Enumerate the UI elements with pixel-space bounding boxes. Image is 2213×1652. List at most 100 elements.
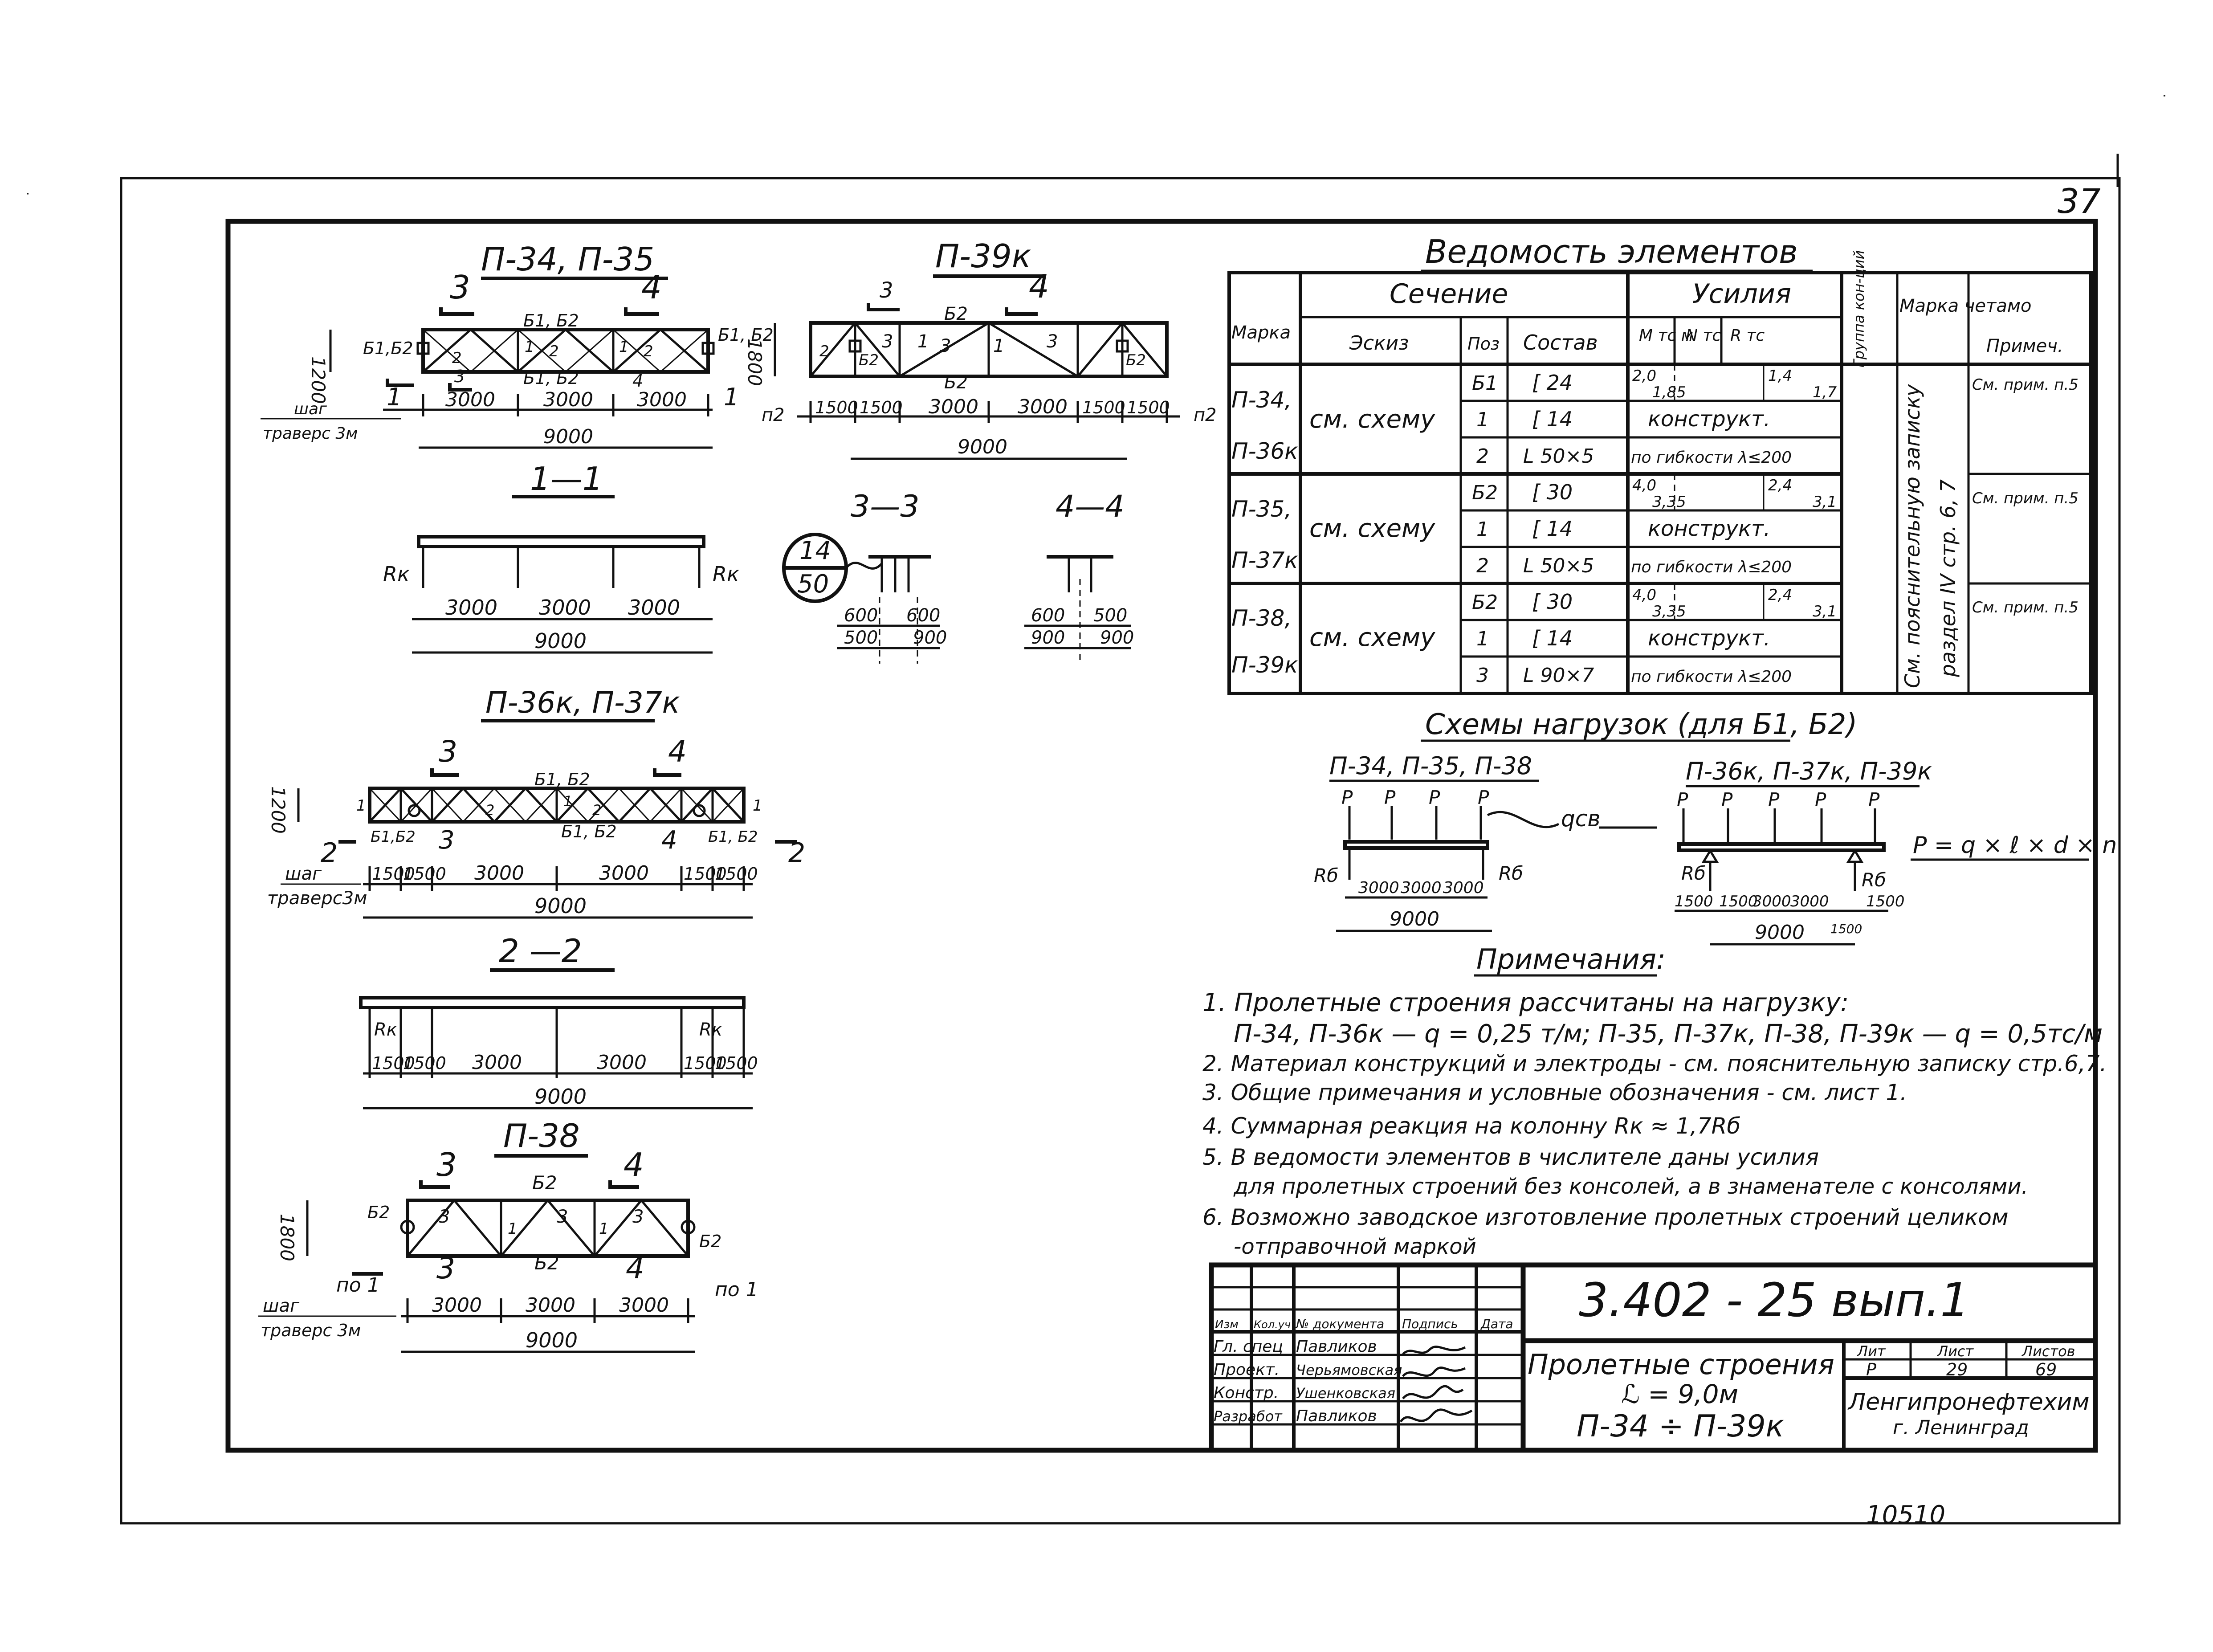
span-dim: 1500 <box>1866 893 1905 910</box>
row-text: по гибкости λ≤200 <box>1631 449 1792 467</box>
row-r-bottom: 3,1 <box>1813 493 1837 511</box>
cut-label-b: 4 <box>641 269 662 306</box>
node <box>693 804 706 817</box>
row-composition: L 50×5 <box>1523 555 1594 577</box>
support-label: Rк <box>713 562 739 586</box>
span-dim: 3000 <box>445 596 497 620</box>
left-title: П-34, П-35, П-38 <box>1329 752 1532 780</box>
header-composition: Состав <box>1523 330 1598 355</box>
note-line: 4. Суммарная реакция на колонну Rк ≈ 1,7… <box>1202 1113 1740 1139</box>
cut-mark <box>448 383 472 392</box>
section-title: 3—3 <box>851 489 920 524</box>
span-dim: 1500 <box>860 398 903 417</box>
cut-label-a: 3 <box>450 269 470 306</box>
staff-role: Констр. <box>1214 1384 1279 1402</box>
total-dim: 9000 <box>1755 921 1805 944</box>
support <box>1701 848 1719 863</box>
row-m-top: 4,0 <box>1632 586 1656 604</box>
header-group: Группа кон-ций <box>1850 250 1867 367</box>
support-label: Rк <box>699 1020 722 1040</box>
dim: 900 <box>1031 628 1065 648</box>
belt-left-label: Б2 <box>367 1203 390 1222</box>
section-title: 1—1 <box>530 460 603 498</box>
header-r: R тс <box>1730 326 1765 345</box>
belt-right-label: Б1, Б2 <box>718 325 774 345</box>
header-forces: Усилия <box>1692 278 1791 310</box>
p-label: P <box>1341 787 1353 808</box>
brace-line-2 <box>423 328 709 373</box>
support-label: Rк <box>374 1020 397 1040</box>
section-title: 2 —2 <box>499 932 582 970</box>
row-r-top: 1,4 <box>1768 367 1792 385</box>
signature <box>1402 1346 1466 1355</box>
r-label: Rб <box>1862 869 1886 891</box>
dim: 900 <box>1100 628 1134 648</box>
notes: Примечания: 1. Пролетные строения рассчи… <box>1202 943 2107 1259</box>
header-notes: Примеч. <box>1986 336 2063 356</box>
span-dim: 1500 <box>372 1053 415 1073</box>
p-label: P <box>1721 789 1733 811</box>
sheets-label: Листов <box>2021 1343 2075 1360</box>
note-line: П-34, П-36к — q = 0,25 т/м; П-35, П-37к,… <box>1234 1020 2103 1048</box>
support-label: Rк <box>383 562 410 586</box>
scheme-title: П-39к <box>935 237 1031 275</box>
belt-bottom-label: Б1, Б2 <box>561 822 617 841</box>
note-line: 2. Материал конструкций и электроды - см… <box>1202 1051 2107 1077</box>
truss-outline <box>421 328 710 374</box>
p-label: P <box>1868 789 1880 811</box>
member-brace-label: 2 <box>452 349 462 367</box>
total-dim: 9000 <box>534 1085 587 1109</box>
group-mark-line1: П-38, <box>1231 605 1292 631</box>
step-label: шаг <box>263 1296 300 1316</box>
header-section: Сечение <box>1390 278 1508 310</box>
span-dim: 3000 <box>472 1051 522 1074</box>
group-sketch: см. схему <box>1309 623 1435 652</box>
span-dim: 3000 <box>445 388 495 411</box>
member-brace-label: 2 <box>592 802 601 819</box>
sheet-label: Лист <box>1937 1343 1974 1360</box>
staff-role: Гл. спец <box>1214 1338 1283 1356</box>
member-brace-label: 3 <box>882 331 893 352</box>
member-rack-label: 1 <box>525 338 534 356</box>
cut-label-a-low: 3 <box>436 1251 455 1285</box>
document-code: 3.402 - 25 вып.1 <box>1579 1273 1969 1327</box>
cut-mark <box>653 768 681 777</box>
section-1-1: 1—1 Rк Rк 3000 3000 3000 9000 <box>383 460 739 654</box>
dim: 500 <box>844 628 878 648</box>
section-4-4: 4—4 600 500 900 900 <box>1024 489 1134 664</box>
belt-top-label: Б2 <box>532 1172 557 1194</box>
traverse-label: траверс3м <box>267 888 367 909</box>
span-dim: 3000 <box>1790 893 1829 910</box>
page-number: 37 <box>2058 181 2101 221</box>
belt-right-label: Б2 <box>699 1232 721 1251</box>
belt-bottom-label: Б1, Б2 <box>523 368 579 388</box>
row-pos: Б1 <box>1472 372 1498 395</box>
belt-left-label: Б1,Б2 <box>371 828 416 846</box>
name-line-1: Пролетные строения <box>1528 1348 1834 1381</box>
span-dim: 3000 <box>539 596 591 620</box>
formula: P = q × ℓ × d × n <box>1913 832 2117 859</box>
brace-line-2 <box>369 787 745 823</box>
cut-mark <box>430 768 459 777</box>
end-cut-label: 1 <box>387 383 402 411</box>
belt-bottom-label: Б2 <box>534 1252 559 1274</box>
head-cell: Подпись <box>1402 1317 1458 1331</box>
extra-dim: 1500 <box>1830 922 1862 936</box>
header-stage-mark: Марка чета­мо <box>1899 296 2032 316</box>
span-dim: 1500 <box>372 864 415 884</box>
total-dim: 9000 <box>534 894 587 918</box>
head-cell: Дата <box>1480 1317 1513 1331</box>
member-brace-label: 3 <box>632 1207 644 1227</box>
belt-right-label: Б1, Б2 <box>708 828 758 846</box>
row-r-top: 2,4 <box>1768 586 1792 604</box>
end-cut-label: п2 <box>1194 405 1217 425</box>
right-title: П-36к, П-37к, П-39к <box>1686 757 1932 785</box>
section-3-3: 3—3 14 50 600 600 500 900 <box>782 489 947 664</box>
span-dim: 1500 <box>1719 893 1758 910</box>
belt-top-label: Б2 <box>944 304 968 324</box>
brace-line <box>810 321 1168 378</box>
span-dim: 3000 <box>432 1294 482 1317</box>
member-rack-label: 1 <box>356 797 366 815</box>
total-dim: 9000 <box>534 629 587 653</box>
row-r-top: 2,4 <box>1768 477 1792 494</box>
